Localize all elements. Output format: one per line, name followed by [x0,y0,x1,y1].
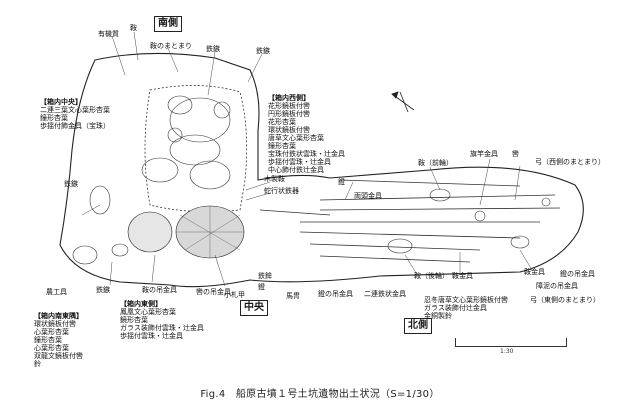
label-saddle-fitting: 鞍金具 [452,272,473,280]
south-east-box-item: 双龍文鏡板付轡 [34,352,83,360]
label-rear-saddle: 鞍（後輪） [414,272,449,280]
direction-center: 中央 [240,300,268,316]
label-horse-helmet: 馬冑 [286,292,300,300]
north-list: 忍冬唐草文心葉形鏡板付轡 ガラス装飾付辻金具 金銅製鈴 [424,296,508,320]
north-list-item: 金銅製鈴 [424,312,452,320]
label-flag-pole: 旗竿金具 [470,150,498,158]
label-bow-west: 弓（西側のまとまり） [535,158,605,166]
east-box-item: ガラス装飾付雲珠・辻金具 [120,324,204,332]
north-list-item: 忍冬唐草文心葉形鏡板付轡 [424,296,508,304]
label-arrowhead-3: 鉄鏃 [64,180,78,188]
label-wooden-saddle: 木製鞍 [264,175,285,183]
label-lamellar: 小札甲 [224,291,245,299]
label-saddle-hook: 鞍の吊金具 [142,286,177,294]
label-serpentine-iron: 蛇行状鉄器 [264,187,299,195]
label-bit-hook: 轡の吊金具 [196,288,231,296]
west-box-item: 環状鏡板付轡 [268,126,310,134]
label-saddle-fitting-2: 鞍金具 [524,268,545,276]
figure-caption: Fig.4 船原古墳１号土坑遺物出土状況（S=1/30） [200,389,440,400]
label-arrowhead-4: 鉄鏃 [96,286,110,294]
south-east-box-item: 鐘形杏葉 [34,336,62,344]
artifact-cluster-west [141,95,231,190]
south-east-box-item: 鈴 [34,360,41,368]
leader-lines [81,31,533,287]
east-box-title: 【箱内東側】 [120,300,162,308]
west-box-item: 中心飾付鉄辻金具 [268,166,324,174]
label-bit-2: 轡 [512,150,519,158]
center-box-item: 二連三葉文心葉形杏葉 [40,106,110,114]
west-box-item: 花形杏葉 [268,118,296,126]
center-box-list: 【箱内中央】 二連三葉文心葉形杏葉 鐘形杏葉 歩揺付飾金具（宝珠） [40,98,110,130]
label-arrowhead-1: 鉄鏃 [206,45,220,53]
label-farming-tools: 農工具 [46,288,67,296]
south-east-box-list: 【箱内南東隅】 環状鏡板付轡 心葉形杏葉 鐘形杏葉 心葉形杏葉 双龍文鏡板付轡 … [34,312,83,368]
pit-outline-west [59,52,584,288]
label-bow-east: 弓（東側のまとまり） [530,296,600,304]
label-kura-group: 鞍のまとまり [150,42,192,50]
south-east-box-item: 心葉形杏葉 [34,328,69,336]
north-small-objects [387,188,551,254]
east-box-item: 鏡形杏葉 [120,316,148,324]
south-east-box-item: 心葉形杏葉 [34,344,69,352]
direction-north: 北側 [404,318,432,334]
north-arrow-icon [391,91,415,113]
label-kura: 鞍 [130,24,137,32]
west-box-title: 【箱内西側】 [268,94,310,102]
west-box-item: 歩揺付雲珠・辻金具 [268,158,331,166]
north-list-item: ガラス装飾付辻金具 [424,304,487,312]
east-box-item: 歩揺付雲珠・辻金具 [120,332,183,340]
box-outline [144,85,248,213]
label-double-link: 二連鉄状金具 [364,290,406,298]
label-stirrup: 鐙 [258,283,265,291]
south-east-box-item: 環状鏡板付轡 [34,320,76,328]
label-stirrup-hook: 鐙の吊金具 [560,270,595,278]
west-box-list: 【箱内西側】 花形鏡板付轡 円形鏡板付轡 花形杏葉 環状鏡板付轡 唐草文心葉形杏… [268,94,345,174]
direction-south: 南側 [154,16,182,32]
label-stirrup-2: 鐙 [338,178,345,186]
center-box-item: 歩揺付飾金具（宝珠） [40,122,110,130]
scale-label: 1:30 [500,348,514,355]
label-organic: 有機質 [98,30,119,38]
scale-bar [455,338,567,347]
west-box-item: 花形鏡板付轡 [268,102,310,110]
label-stirrup-hook-2: 鐙の吊金具 [318,290,353,298]
label-arrowhead-2: 鉄鏃 [256,47,270,55]
label-iron-spear: 鉄鉾 [258,272,272,280]
label-double-head: 両頭金具 [354,192,382,200]
label-mud-guard-hook: 障泥の吊金具 [536,282,578,290]
center-box-item: 鐘形杏葉 [40,114,68,122]
east-box-list: 【箱内東側】 鳳凰文心葉形杏葉 鏡形杏葉 ガラス装飾付雲珠・辻金具 歩揺付雲珠・… [120,300,204,340]
west-box-item: 宝珠付鉄状雲珠・辻金具 [268,150,345,158]
west-box-item: 唐草文心葉形杏葉 [268,134,324,142]
west-box-item: 円形鏡板付轡 [268,110,310,118]
east-box-item: 鳳凰文心葉形杏葉 [120,308,176,316]
label-front-saddle: 鞍（前輪） [418,159,453,167]
center-box-title: 【箱内中央】 [40,98,82,106]
west-box-item: 鐘形杏葉 [268,142,296,150]
south-east-box-title: 【箱内南東隅】 [34,312,83,320]
